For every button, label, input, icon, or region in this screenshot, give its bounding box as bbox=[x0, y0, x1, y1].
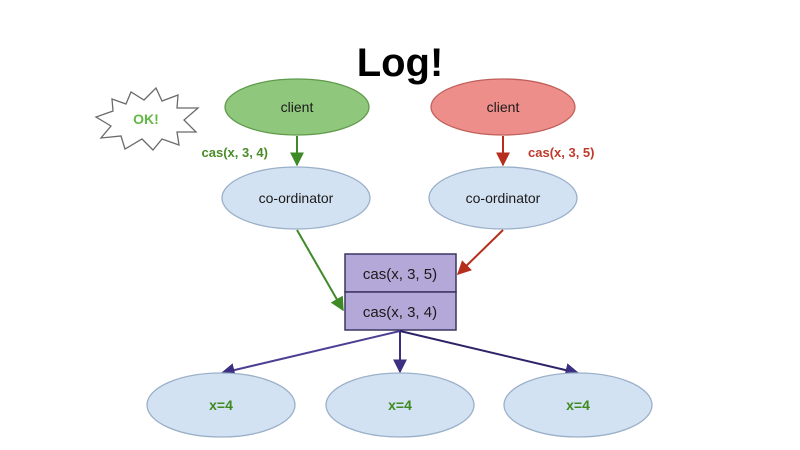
starburst-icon bbox=[94, 86, 200, 151]
client-node-failed-label: client bbox=[487, 99, 520, 115]
log-entry-top-label: cas(x, 3, 5) bbox=[363, 266, 437, 283]
coordinator-right-to-log-arrow bbox=[456, 229, 504, 275]
client-node-success bbox=[224, 78, 370, 136]
coordinator-left-to-log-arrow bbox=[296, 229, 344, 312]
coordinator-node-left-label: co-ordinator bbox=[259, 190, 334, 206]
log-entry-bottom-label: cas(x, 3, 4) bbox=[363, 304, 437, 321]
replica-node-right-label: x=4 bbox=[566, 397, 590, 413]
log-entry-top bbox=[344, 253, 457, 293]
client-node-success-label: client bbox=[281, 99, 314, 115]
log-to-replica-right-arrow bbox=[399, 330, 580, 377]
replica-node-left bbox=[146, 372, 296, 438]
replica-node-middle bbox=[325, 372, 475, 438]
replica-node-left-label: x=4 bbox=[209, 397, 233, 413]
log-stack: cas(x, 3, 5) cas(x, 3, 4) bbox=[344, 253, 457, 331]
coordinator-node-right bbox=[428, 166, 578, 230]
diagram-title: Log! bbox=[357, 41, 444, 85]
cas-call-label-failed: cas(x, 3, 5) bbox=[528, 145, 595, 160]
coordinator-node-left bbox=[221, 166, 371, 230]
coordinator-node-right-label: co-ordinator bbox=[466, 190, 541, 206]
replica-node-middle-label: x=4 bbox=[388, 397, 412, 413]
ok-badge-text: OK! bbox=[133, 111, 159, 127]
ok-starburst: OK! bbox=[94, 86, 200, 151]
client-node-failed bbox=[430, 78, 576, 136]
log-to-replica-left-arrow bbox=[220, 330, 401, 377]
replica-node-right bbox=[503, 372, 653, 438]
log-entry-bottom bbox=[344, 291, 457, 331]
cas-call-label-success: cas(x, 3, 4) bbox=[202, 145, 269, 160]
